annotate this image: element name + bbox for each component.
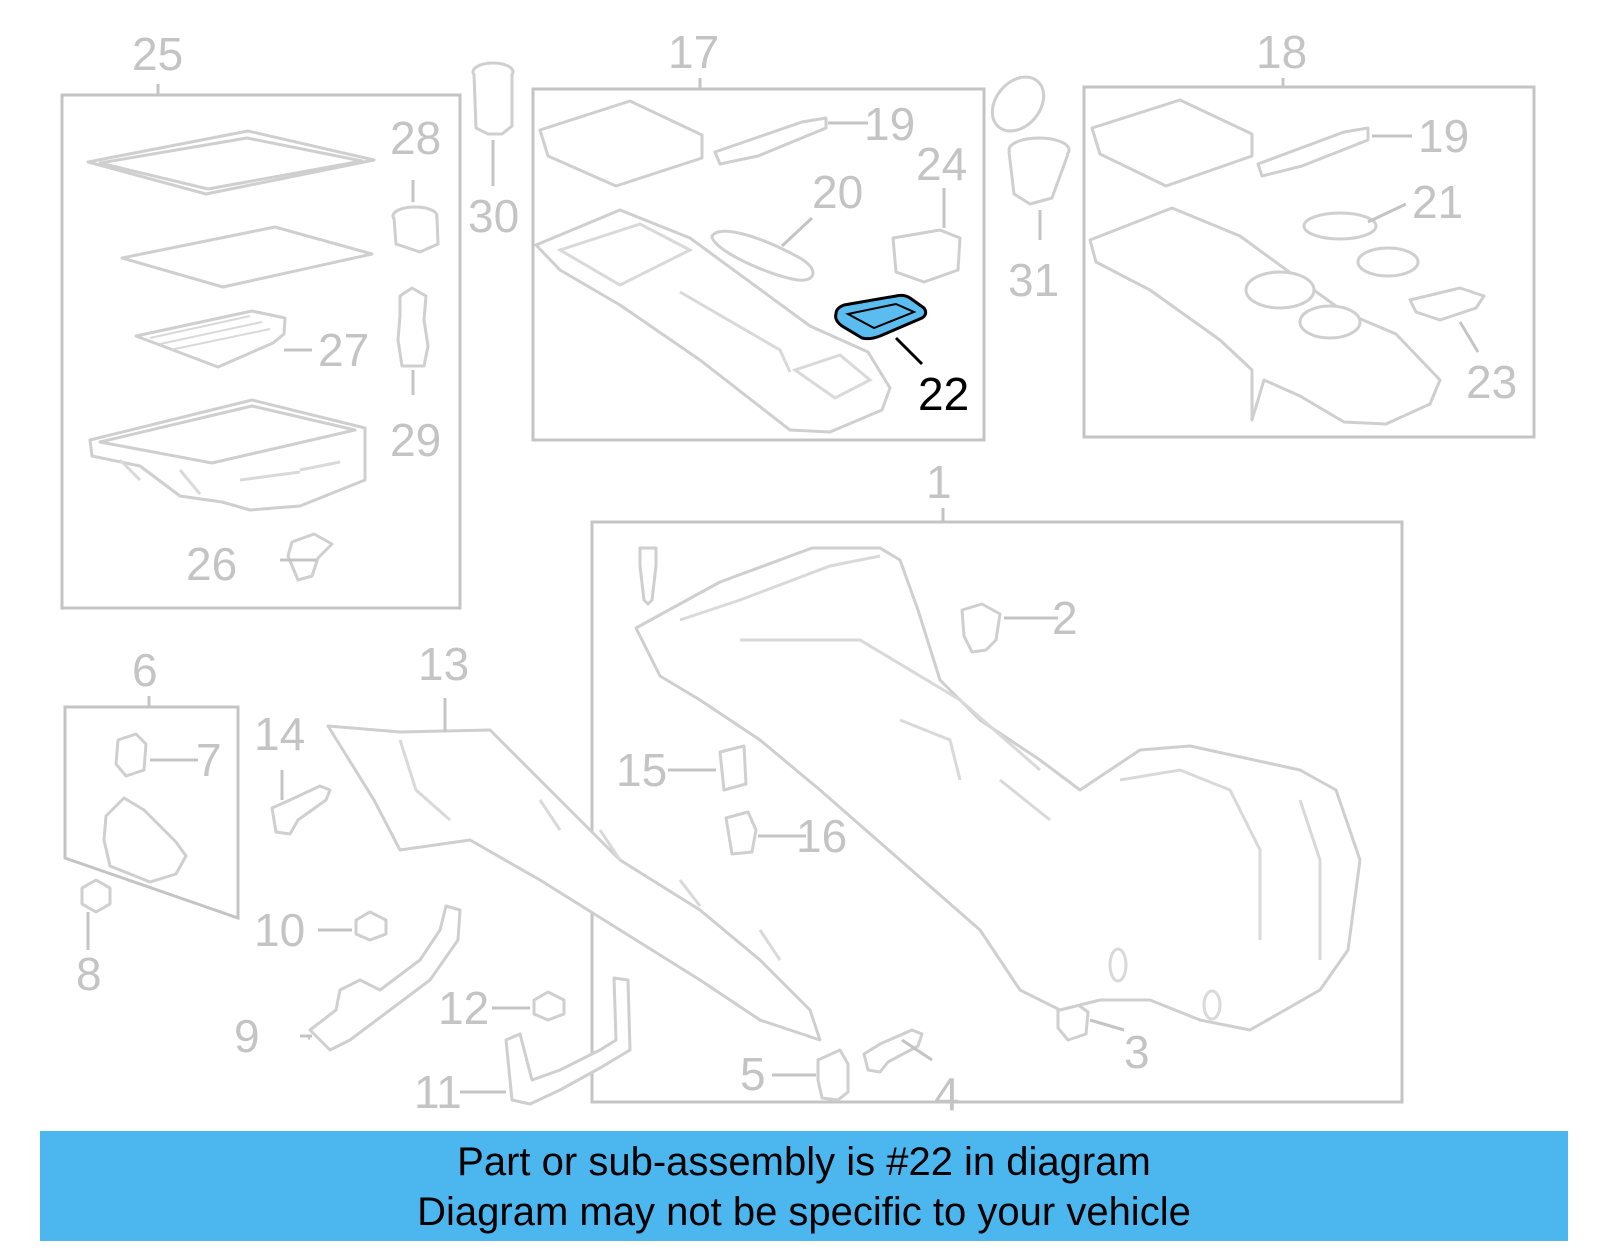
part-22-highlighted [834,293,928,341]
part-clip-2 [960,602,1002,654]
part-nut-8 [80,878,112,914]
callout-8: 8 [76,948,102,1000]
part-clip-7 [114,732,148,778]
callout-21: 21 [1412,176,1463,228]
part-cup-ring-21 [1302,211,1420,278]
banner-line-part: Part or sub-assembly is #22 in diagram [457,1140,1151,1184]
part-trim-strip-19a [713,116,828,166]
group-box-17 [531,87,986,442]
callout-28: 28 [390,112,441,164]
callout-14: 14 [254,708,305,760]
callout-9: 9 [234,1010,260,1062]
part-nut-10 [354,910,388,942]
callout-4: 4 [934,1068,960,1120]
part-bracket-11 [504,976,632,1106]
callout-19a: 19 [864,98,915,150]
banner-line-disclaimer: Diagram may not be specific to your vehi… [417,1190,1191,1234]
callout-22: 22 [918,368,969,420]
group-box-6 [63,705,240,921]
callout-15: 15 [616,744,667,796]
part-bezel-18 [1090,98,1254,188]
part-bracket-9 [308,904,462,1052]
callout-2: 2 [1052,592,1078,644]
group-box-18 [1082,85,1536,439]
part-bracket-6 [102,796,188,884]
part-screw-top [638,546,658,606]
part-trim-strip-19b [1256,126,1370,178]
callout-6: 6 [132,644,158,696]
part-mat-20 [710,229,815,282]
part-panel-13 [326,724,822,1042]
leader-lines [86,78,1480,1094]
part-cup-holder-31 [990,75,1071,206]
group-box-1 [590,520,1404,1104]
part-mat-23 [1408,286,1486,322]
part-clip-16 [724,810,758,856]
callout-20: 20 [812,166,863,218]
callout-16: 16 [796,810,847,862]
callout-27: 27 [318,324,369,376]
callout-30: 30 [468,190,519,242]
part-console-body [634,546,1362,1032]
callout-29: 29 [390,414,441,466]
part-lid-pad [120,225,374,289]
callout-31: 31 [1008,254,1059,306]
callout-5: 5 [740,1048,766,1100]
callout-24: 24 [916,138,967,190]
part-console-trim-18 [1088,206,1442,426]
callout-13: 13 [418,638,469,690]
part-clip-24 [891,228,962,284]
callout-25: 25 [132,28,183,80]
callout-3: 3 [1124,1026,1150,1078]
callout-1: 1 [926,456,952,508]
callout-26: 26 [186,538,237,590]
part-nut-12 [532,990,566,1022]
part-fastener-30 [471,61,515,136]
part-bolt-14 [270,784,332,836]
info-banner: Part or sub-assembly is #22 in diagram D… [40,1131,1568,1241]
part-console-bin [88,398,367,512]
part-bezel-17 [538,99,704,188]
callout-11: 11 [414,1066,462,1118]
callout-18: 18 [1256,26,1307,78]
callout-7: 7 [196,734,222,786]
part-storage-tray-27 [134,309,287,369]
part-clip-26 [286,532,334,582]
part-console-trim-17 [534,208,892,434]
part-armrest-lid [86,129,376,196]
part-screw-4 [862,1028,924,1074]
callout-19b: 19 [1418,110,1469,162]
part-outlet-29 [396,286,430,368]
part-usb-port-28 [391,205,440,254]
parts-diagram: 25 17 18 28 30 19 19 20 21 24 31 22 23 2… [60,26,1536,1120]
group-box-25 [60,93,462,610]
callout-12: 12 [438,982,489,1034]
callout-10: 10 [254,904,305,956]
callout-17: 17 [668,26,719,78]
part-clip-5 [816,1048,850,1102]
callout-23: 23 [1466,356,1517,408]
part-clip-15 [718,744,748,792]
